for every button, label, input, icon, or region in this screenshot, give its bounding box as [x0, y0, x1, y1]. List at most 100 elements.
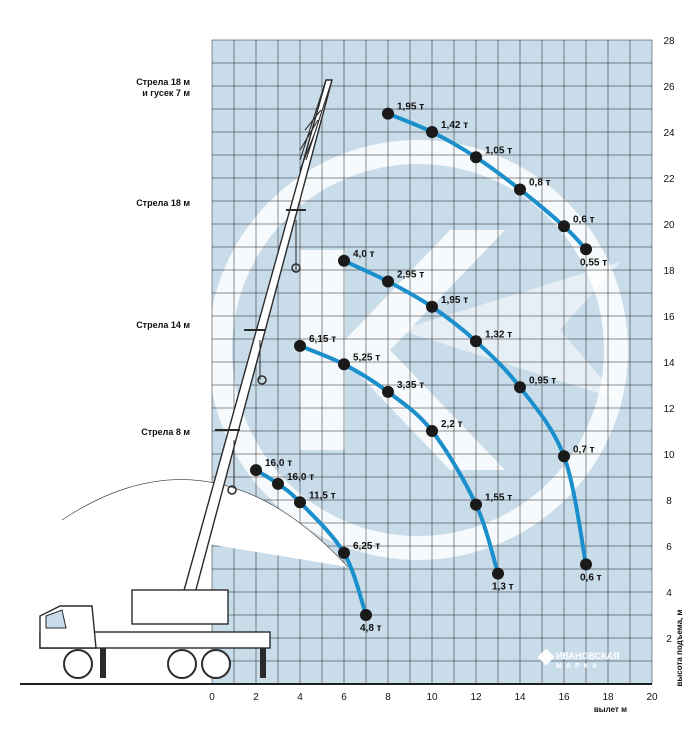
data-point — [470, 498, 482, 511]
data-point — [470, 335, 482, 348]
y-tick-label: 26 — [663, 82, 675, 93]
data-point — [426, 425, 438, 437]
data-point — [580, 558, 592, 571]
data-label: 1,05 т — [485, 145, 512, 156]
data-label: 4,8 т — [360, 623, 382, 634]
data-point — [514, 183, 526, 196]
x-tick-label: 14 — [514, 692, 526, 703]
logo-ring — [208, 140, 628, 560]
crane-turret — [131, 589, 229, 625]
logo-letter-k — [300, 230, 505, 470]
x-axis-title: вылет м — [594, 705, 627, 714]
truck-wheel-rear — [201, 649, 231, 679]
x-tick-label: 0 — [209, 692, 215, 703]
data-label: 16,0 т — [287, 472, 314, 483]
brand-line1: ИВАНОВСКАЯ — [556, 651, 620, 661]
data-point — [294, 339, 306, 352]
data-label: 3,35 т — [397, 380, 424, 391]
load-labels: 16,0 т 16,0 т 11,5 т 6,25 т 4,8 т 6,15 т 5,25 … — [265, 102, 607, 634]
data-label: 16,0 т — [265, 458, 292, 469]
x-tick-label: 4 — [297, 692, 303, 703]
crane-boom-sections — [215, 209, 306, 431]
y-tick-label: 10 — [663, 450, 675, 461]
data-label: 1,95 т — [441, 295, 468, 306]
data-label: 1,3 т — [492, 582, 514, 593]
data-point — [294, 496, 306, 509]
y-tick-label: 8 — [666, 496, 672, 507]
data-point — [558, 220, 570, 233]
y-tick-label: 24 — [663, 128, 675, 139]
load-points — [250, 107, 592, 621]
data-label: 0,55 т — [580, 257, 607, 268]
crane-boom-lattice — [299, 79, 333, 171]
x-tick-label: 10 — [426, 692, 438, 703]
data-label: 4,0 т — [353, 249, 375, 260]
crane-hook-8m — [227, 485, 237, 495]
x-tick-label: 8 — [385, 692, 391, 703]
crane-hook-14m — [257, 375, 267, 385]
data-point — [338, 546, 350, 559]
x-tick-label: 2 — [253, 692, 259, 703]
y-tick-label: 14 — [663, 358, 675, 369]
data-point — [580, 243, 592, 256]
data-point — [338, 254, 350, 267]
data-point — [382, 275, 394, 288]
data-label: 1,55 т — [485, 493, 512, 504]
outrigger-front — [100, 648, 106, 678]
y-tick-label: 16 — [663, 312, 675, 323]
x-tick-label: 16 — [558, 692, 570, 703]
y-tick-label: 6 — [666, 542, 672, 553]
boom-label-8m: Стрела 8 м — [141, 427, 190, 437]
data-point — [514, 381, 526, 394]
y-tick-label: 2 — [666, 634, 672, 645]
data-label: 0,6 т — [573, 214, 595, 225]
logo-watermark — [208, 140, 628, 560]
logo-arrow — [400, 262, 620, 400]
data-label: 11,5 т — [309, 490, 336, 501]
boom-label-14m: Стрела 14 м — [136, 320, 190, 330]
data-label: 5,25 т — [353, 352, 380, 363]
boom-label-18m: Стрела 18 м — [136, 198, 190, 208]
brand-logo: ИВАНОВСКАЯ МАРКА — [537, 648, 620, 670]
data-label: 2,2 т — [441, 419, 463, 430]
crane-cables — [233, 220, 297, 488]
data-label: 6,25 т — [353, 541, 380, 552]
data-label: 0,6 т — [580, 572, 602, 583]
x-tick-label: 20 — [646, 692, 658, 703]
x-tick-label: 18 — [602, 692, 614, 703]
brand-mark — [537, 648, 555, 666]
data-label: 6,15 т — [309, 334, 336, 345]
y-tick-label: 20 — [663, 220, 675, 231]
crane-hook-18m — [291, 263, 301, 273]
data-point — [558, 450, 570, 463]
y-tick-label: 4 — [666, 588, 672, 599]
y-axis-title: высота подъема, м — [675, 609, 684, 686]
data-point — [250, 464, 262, 477]
y-tick-label: 12 — [663, 404, 675, 415]
y-tick-label: 28 — [663, 36, 675, 47]
data-label: 2,95 т — [397, 270, 424, 281]
data-point — [382, 385, 394, 398]
truck-wheel-middle — [167, 649, 197, 679]
boom-label-18m-jib-line1: Стрела 18 м — [136, 77, 190, 87]
data-point — [360, 609, 372, 621]
data-point — [426, 126, 438, 138]
data-label: 1,42 т — [441, 120, 468, 131]
data-label: 1,32 т — [485, 329, 512, 340]
data-point — [382, 107, 394, 120]
data-point — [470, 151, 482, 164]
truck-window — [45, 609, 67, 629]
x-tick-label: 12 — [470, 692, 482, 703]
brand-line2: МАРКА — [556, 663, 601, 670]
data-point — [272, 477, 284, 490]
data-point — [492, 567, 504, 580]
truck-wheel-front — [63, 649, 93, 679]
data-label: 0,95 т — [529, 375, 556, 386]
data-point — [426, 300, 438, 313]
y-tick-label: 18 — [663, 266, 675, 277]
data-point — [338, 358, 350, 371]
data-label: 0,8 т — [529, 178, 551, 189]
